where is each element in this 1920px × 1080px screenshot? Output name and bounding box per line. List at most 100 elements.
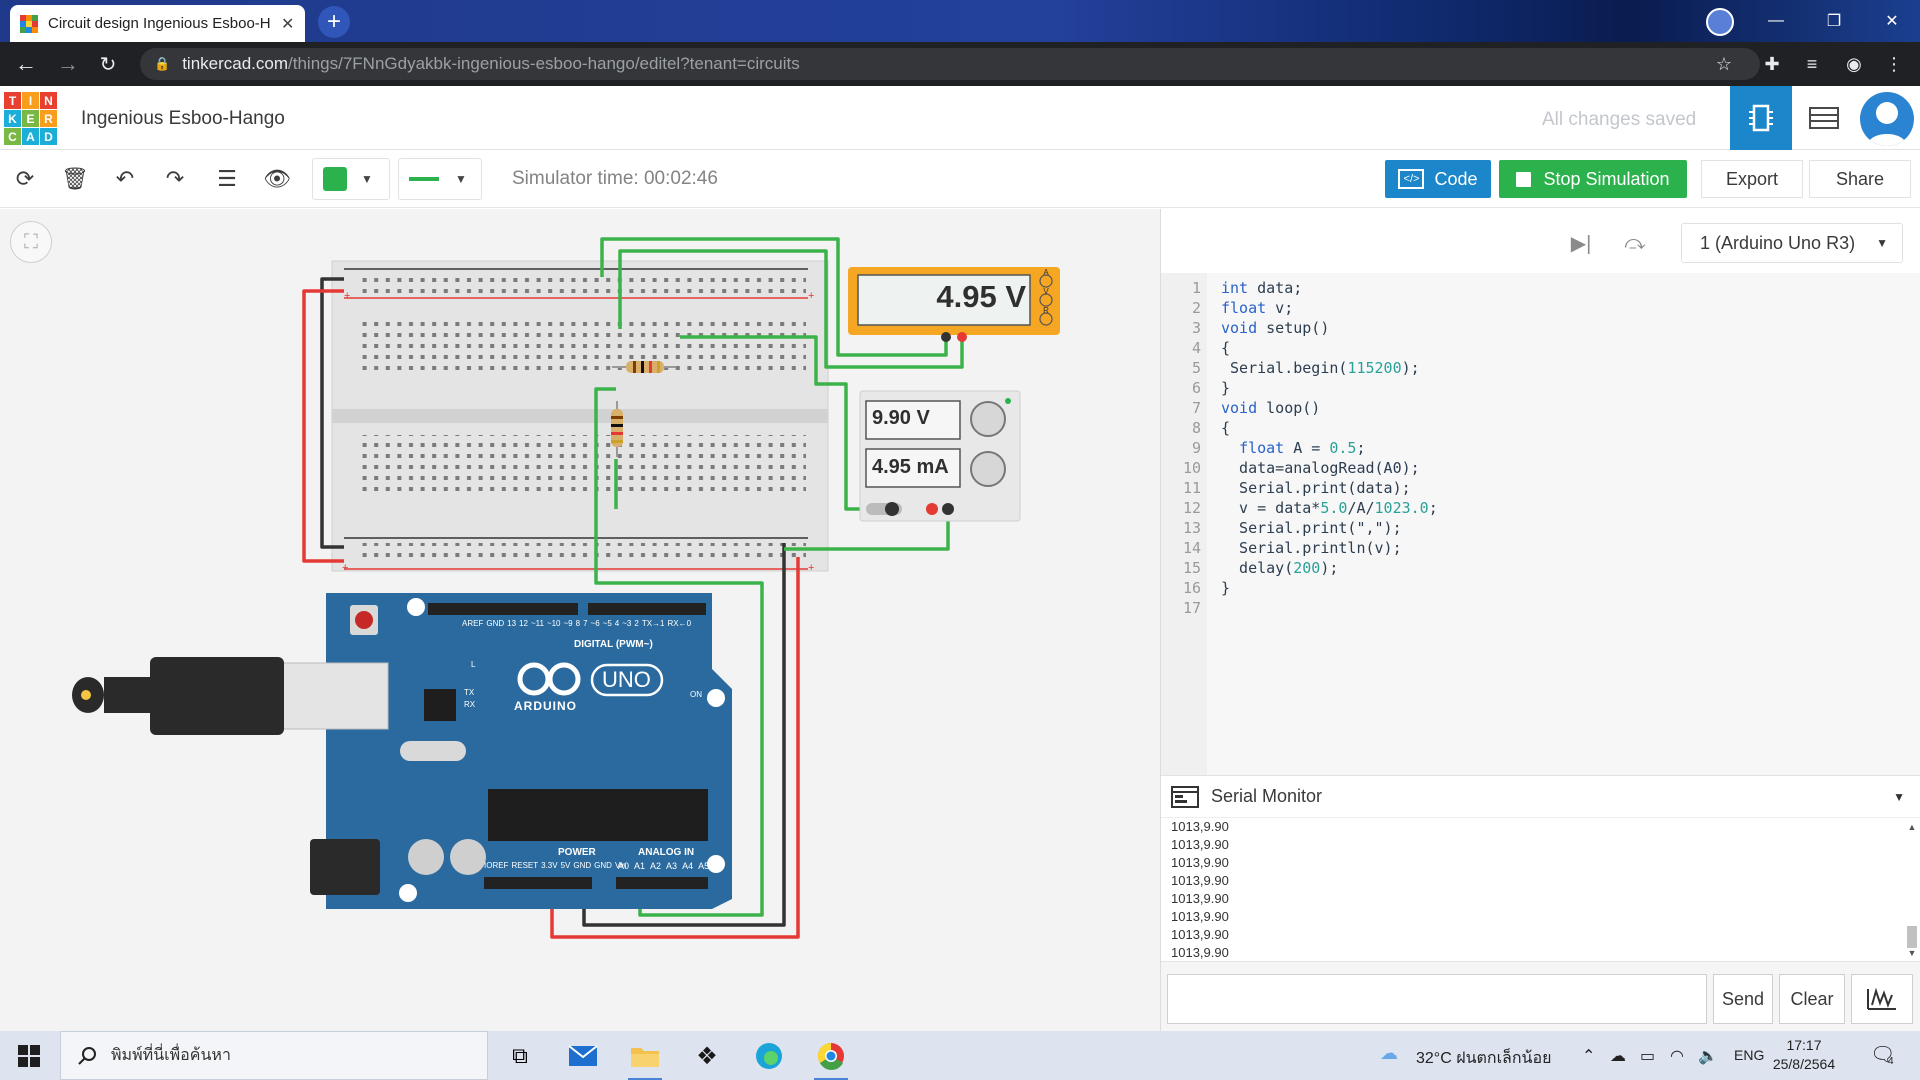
url-input[interactable]: 🔒 tinkercad.com/things/7FNnGdyakbk-ingen… — [140, 48, 1760, 80]
task-view-icon[interactable]: ⧉ — [512, 1043, 528, 1068]
windows-start-icon[interactable] — [18, 1045, 40, 1067]
step-play-icon[interactable]: ▶︎| — [1570, 232, 1592, 255]
taskbar-search-box[interactable]: พิมพ์ที่นี่เพื่อค้นหา — [60, 1031, 488, 1080]
window-restore-button[interactable]: ❐ — [1826, 13, 1842, 30]
extensions-puzzle-icon[interactable]: ✚ — [1764, 53, 1780, 74]
serial-monitor-header[interactable]: Serial Monitor ▼ — [1161, 775, 1920, 817]
chrome-menu-icon[interactable]: ⋮ — [1885, 53, 1903, 74]
tab-close-icon[interactable]: ✕ — [281, 15, 295, 33]
back-arrow-icon[interactable]: ← — [15, 51, 37, 76]
rotate-icon[interactable]: ⟳ — [15, 166, 35, 191]
code-panel-toolbar: ▶︎| ⤼ 1 (Arduino Uno R3) ▼ — [1161, 209, 1920, 273]
file-explorer-icon[interactable] — [628, 1039, 662, 1080]
export-button[interactable]: Export — [1701, 160, 1803, 198]
window-minimize-button[interactable]: — — [1768, 12, 1784, 29]
code-editor-icon: </> — [1398, 169, 1425, 189]
user-avatar[interactable] — [1860, 92, 1914, 146]
clear-button[interactable]: Clear — [1779, 974, 1845, 1024]
weather-status[interactable]: 32°C ฝนตกเล็กน้อย — [1416, 1050, 1552, 1067]
device-select[interactable]: 1 (Arduino Uno R3) ▼ — [1681, 223, 1903, 263]
scroll-thumb[interactable] — [1907, 926, 1917, 948]
window-close-button[interactable]: ✕ — [1885, 13, 1899, 30]
step-over-icon[interactable]: ⤼ — [1624, 231, 1646, 254]
arduino-uno-board[interactable] — [326, 593, 732, 909]
multimeter[interactable] — [848, 267, 1060, 342]
serial-scrollbar[interactable]: ▲ ▼ — [1905, 822, 1919, 958]
chrome-browser-icon[interactable] — [814, 1039, 848, 1080]
serial-input[interactable] — [1167, 974, 1707, 1024]
line-number: 17 — [1182, 599, 1201, 617]
chevron-down-icon[interactable]: ▼ — [1893, 790, 1905, 804]
breadboard[interactable]: + + + + — [331, 260, 829, 574]
reload-icon[interactable]: ↻ — [99, 53, 117, 76]
tray-expand-icon[interactable]: ⌃ — [1582, 1048, 1596, 1065]
edge-browser-icon[interactable] — [752, 1039, 786, 1073]
line-number: 3 — [1191, 319, 1201, 337]
chevron-down-icon: ▼ — [455, 172, 467, 186]
mail-icon[interactable] — [566, 1039, 600, 1073]
send-button[interactable]: Send — [1713, 974, 1773, 1024]
redo-icon[interactable]: ↷ — [165, 166, 185, 191]
circuit-canvas[interactable]: ⛶ + + + + — [0, 209, 1160, 1031]
serial-output-line: 1013,9.90 — [1171, 855, 1229, 870]
color-picker-dropdown[interactable]: ▼ — [312, 158, 390, 200]
url-path: /things/7FNnGdyakbk-ingenious-esboo-hang… — [288, 54, 800, 73]
bookmark-star-icon[interactable]: ☆ — [1715, 53, 1733, 74]
usb-cable[interactable] — [72, 657, 389, 735]
search-icon — [78, 1046, 96, 1065]
undo-icon[interactable]: ↶ — [115, 166, 135, 191]
code-line: Serial.print(","); — [1221, 519, 1402, 537]
media-control-icon[interactable]: ≡ — [1806, 53, 1818, 74]
new-tab-button[interactable]: + — [318, 6, 350, 38]
fit-view-button[interactable]: ⛶ — [10, 221, 52, 263]
power-supply[interactable] — [859, 390, 1021, 522]
resistor-horizontal[interactable] — [612, 361, 676, 373]
browser-tab[interactable]: Circuit design Ingenious Esboo-H ✕ — [10, 5, 305, 42]
volume-icon[interactable]: 🔈 — [1698, 1048, 1718, 1065]
url-host: tinkercad.com — [182, 54, 289, 73]
resistor-vertical[interactable] — [611, 401, 623, 457]
wires[interactable] — [302, 237, 964, 939]
line-number: 2 — [1191, 299, 1201, 317]
serial-monitor-icon — [1171, 786, 1199, 808]
line-number: 15 — [1182, 559, 1201, 577]
input-language[interactable]: ENG — [1734, 1047, 1765, 1063]
power-jack[interactable] — [310, 839, 380, 895]
notification-icon[interactable]: 🗨 — [1870, 1044, 1896, 1066]
forward-arrow-icon[interactable]: → — [57, 51, 79, 76]
dropbox-icon[interactable]: ❖ — [696, 1042, 718, 1070]
visibility-eye-icon[interactable]: 👁 — [263, 166, 291, 191]
chrome-profile-icon[interactable] — [1706, 8, 1734, 36]
code-line: Serial.begin(115200); — [1221, 359, 1420, 377]
code-line: } — [1221, 579, 1231, 597]
psu-current-display: 4.95 mA — [872, 456, 949, 478]
tinkercad-logo[interactable]: T I N K E R C A D — [4, 92, 57, 145]
share-button[interactable]: Share — [1809, 160, 1911, 198]
plotter-button[interactable] — [1851, 974, 1913, 1024]
line-number: 14 — [1182, 539, 1201, 557]
wire-type-dropdown[interactable]: ▼ — [398, 158, 482, 200]
code-button[interactable]: </> Code — [1385, 160, 1491, 198]
schematic-list-view-button[interactable] — [1793, 86, 1855, 150]
psu-voltage-display: 9.90 V — [872, 407, 930, 429]
arduino-brand-label: ARDUINO — [514, 699, 577, 713]
tinkercad-header: T I N K E R C A D Ingenious Esboo-Hango … — [0, 86, 1920, 150]
arduino-rx-label: RX — [464, 700, 476, 709]
circuit-view-button[interactable] — [1730, 86, 1792, 150]
profile-avatar-icon[interactable]: ◉ — [1846, 53, 1862, 74]
serial-output-line: 1013,9.90 — [1171, 819, 1229, 834]
notes-icon[interactable]: ☰ — [217, 166, 237, 191]
wifi-icon[interactable]: ◠ — [1670, 1048, 1684, 1065]
design-title[interactable]: Ingenious Esboo-Hango — [81, 108, 285, 129]
stop-simulation-button[interactable]: Stop Simulation — [1499, 160, 1687, 198]
delete-icon[interactable]: 🗑 — [61, 166, 89, 191]
onedrive-icon[interactable]: ☁ — [1610, 1048, 1626, 1065]
line-number: 7 — [1191, 399, 1201, 417]
battery-icon[interactable]: ▭ — [1640, 1048, 1656, 1065]
taskbar-clock[interactable]: 17:17 25/8/2564 — [1762, 1036, 1846, 1074]
